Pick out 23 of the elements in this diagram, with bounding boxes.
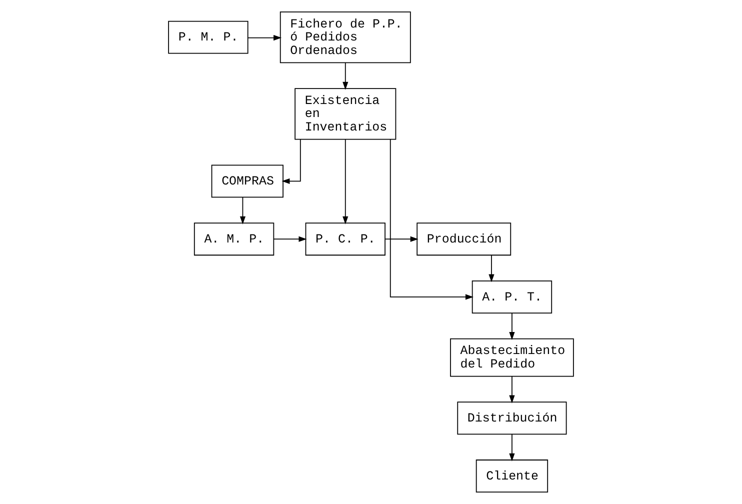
- arrow: [247, 34, 282, 41]
- node-box: P. C. P.: [305, 222, 386, 256]
- arrow: [342, 62, 348, 90]
- arrow: [384, 236, 418, 242]
- arrow: [273, 236, 307, 242]
- arrow: [509, 312, 515, 340]
- node-box: Fichero de P.P. ó Pedidos Ordenados: [280, 11, 411, 64]
- arrow: [282, 138, 301, 184]
- node-box: Abastecimiento del Pedido: [450, 338, 574, 377]
- node-box: P. M. P.: [168, 20, 248, 54]
- arrow: [509, 434, 515, 462]
- arrow: [390, 138, 474, 300]
- arrow: [488, 254, 494, 282]
- arrow: [509, 376, 515, 404]
- node-box: A. P. T.: [472, 280, 552, 314]
- node-box: Cliente: [476, 460, 548, 493]
- node-box: Distribución: [457, 402, 567, 435]
- node-box: COMPRAS: [211, 164, 284, 198]
- arrow: [342, 139, 348, 224]
- arrow: [240, 196, 246, 224]
- node-box: Producción: [416, 222, 512, 256]
- node-box: A. M. P.: [194, 222, 274, 256]
- node-box: Existencia en Inventarios: [294, 88, 396, 140]
